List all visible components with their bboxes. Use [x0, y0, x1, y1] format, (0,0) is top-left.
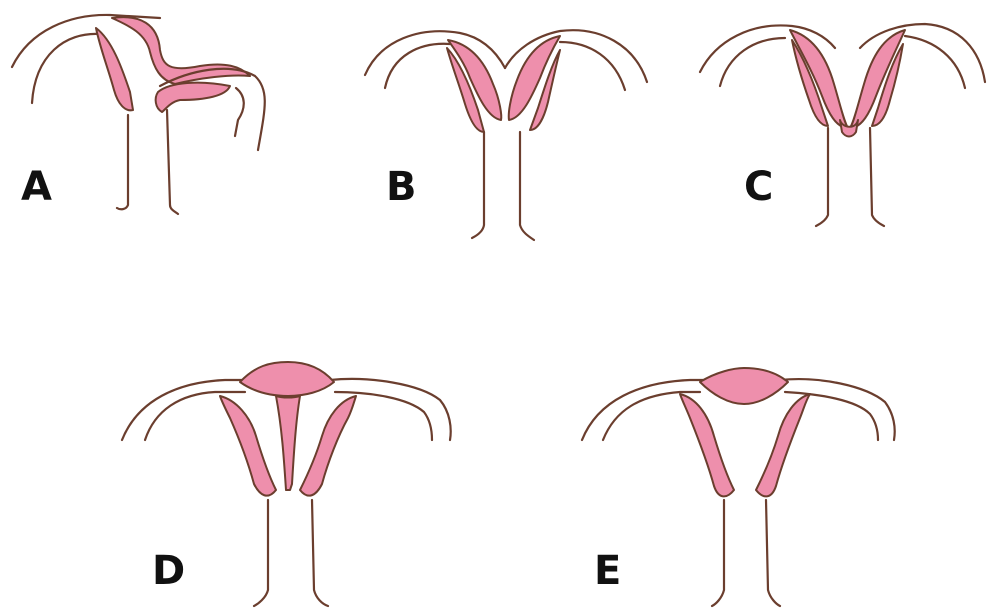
panel-d-label: D	[152, 548, 185, 594]
panel-a: A	[12, 15, 265, 214]
panel-a-upper-lumen	[112, 17, 250, 84]
panel-b-label: B	[386, 164, 417, 210]
panel-e-right-wall	[756, 394, 810, 496]
panel-a-label: A	[21, 164, 52, 210]
panel-d-left-wall	[220, 396, 276, 496]
panel-b: B	[365, 30, 647, 240]
panel-c: C	[700, 24, 985, 226]
panel-d: D	[122, 362, 451, 606]
panel-e-label: E	[594, 548, 621, 594]
panel-d-fundus	[240, 362, 334, 396]
panel-e: E	[582, 368, 895, 606]
panel-a-lower-lumen	[156, 83, 230, 112]
panel-a-left-horn	[96, 28, 133, 110]
panel-e-left-wall	[680, 394, 734, 496]
panel-d-septum	[276, 396, 300, 490]
panel-d-right-wall	[300, 396, 356, 496]
panel-e-fundus	[700, 368, 788, 404]
panel-c-label: C	[744, 164, 773, 210]
